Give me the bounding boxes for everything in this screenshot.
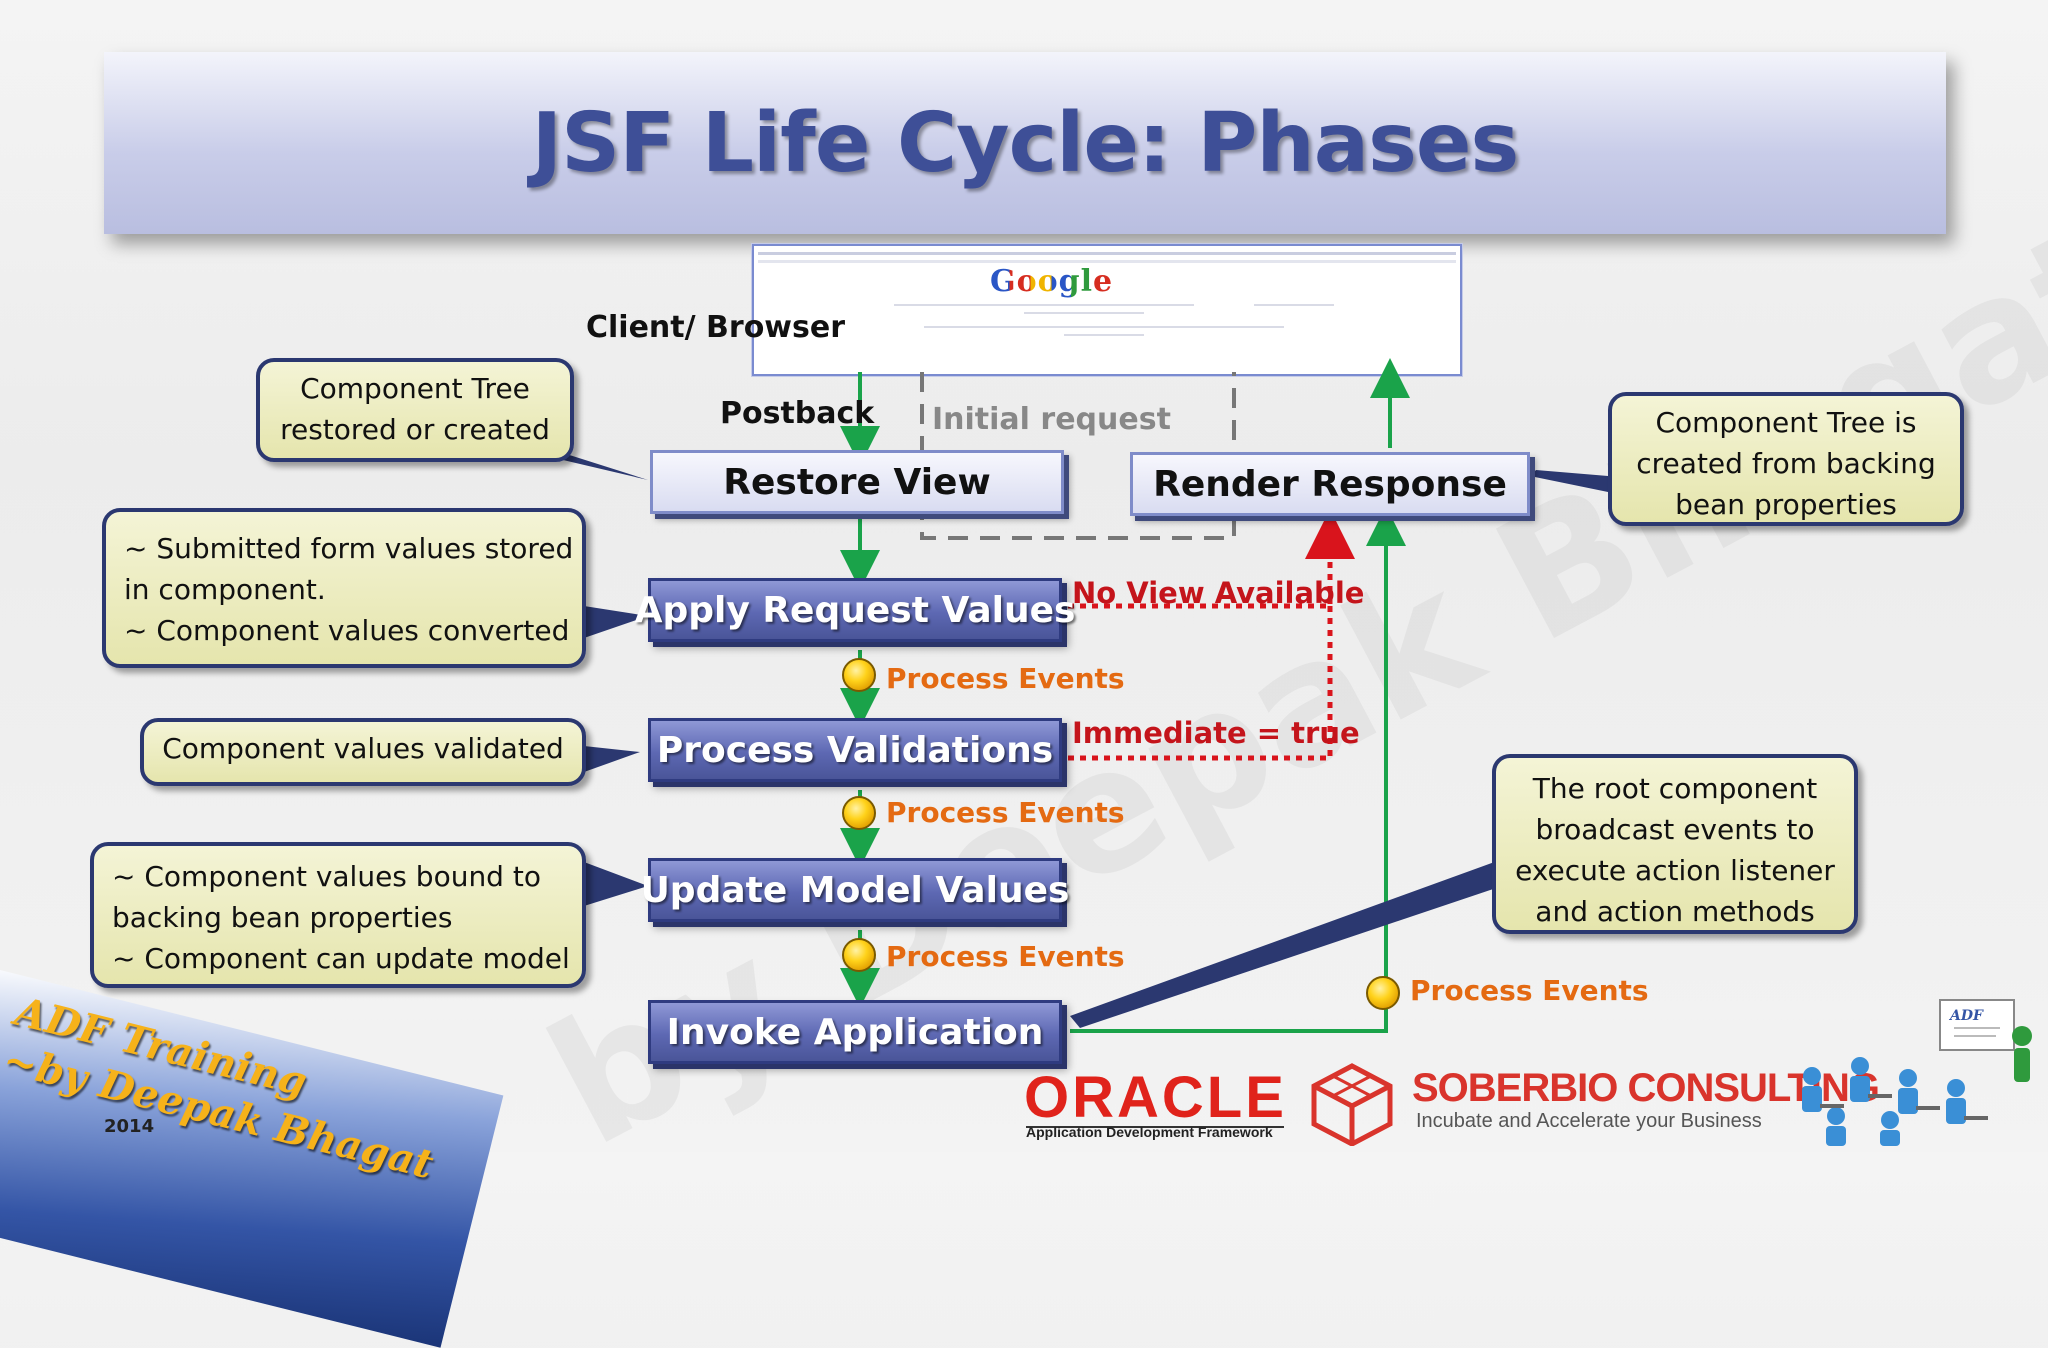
- process-events-label: Process Events: [886, 940, 1125, 973]
- year-label: 2014: [104, 1116, 155, 1137]
- event-coin-icon: [1366, 976, 1400, 1010]
- process-events-label: Process Events: [886, 796, 1125, 829]
- callout-update-model-values: ~ Component values bound to backing bean…: [90, 842, 586, 988]
- browser-screenshot: Google: [752, 244, 1462, 376]
- immediate-true-label: Immediate = true: [1072, 716, 1360, 750]
- callout-restore-view: Component Tree restored or created: [256, 358, 574, 462]
- process-events-label: Process Events: [886, 662, 1125, 695]
- phase-render-response: Render Response: [1130, 452, 1530, 516]
- title-banner: JSF Life Cycle: Phases: [104, 52, 1946, 234]
- callout-invoke-application: The root component broadcast events to e…: [1492, 754, 1858, 934]
- callout-render-response: Component Tree is created from backing b…: [1608, 392, 1964, 526]
- training-people-icon: ADF: [1802, 999, 2032, 1146]
- oracle-subtitle: Application Development Framework: [1026, 1124, 1273, 1140]
- phase-process-validations: Process Validations: [648, 718, 1062, 782]
- initial-request-label: Initial request: [932, 402, 1171, 437]
- phase-update-model-values: Update Model Values: [641, 858, 1069, 922]
- event-coin-icon: [842, 658, 876, 692]
- event-coin-icon: [842, 938, 876, 972]
- no-view-available-label: No View Available: [1072, 576, 1365, 610]
- soberbio-tagline: Incubate and Accelerate your Business: [1416, 1110, 1762, 1132]
- page-title: JSF Life Cycle: Phases: [531, 95, 1520, 191]
- callout-apply-request-values: ~ Submitted form values stored in compon…: [102, 508, 586, 668]
- phase-apply-request-values: Apply Request Values: [635, 578, 1075, 642]
- invoke-to-render-arrow: [1070, 506, 1406, 1033]
- event-coin-icon: [842, 796, 876, 830]
- callout-process-validations: Component values validated: [140, 718, 586, 786]
- immediate-path: [1068, 606, 1333, 761]
- google-logo: Google: [990, 264, 1114, 299]
- postback-label: Postback: [720, 396, 875, 431]
- phase-restore-view: Restore View: [650, 450, 1064, 514]
- no-view-path: [1068, 509, 1355, 609]
- soberbio-logo: SOBERBIO CONSULTING: [1412, 1066, 1880, 1110]
- phase-invoke-application: Invoke Application: [648, 1000, 1062, 1064]
- soberbio-cube-icon: [1311, 1063, 1393, 1146]
- svg-text:ADF: ADF: [1948, 1008, 1984, 1024]
- oracle-logo: ORACLE: [1024, 1065, 1287, 1130]
- oracle-underline: [1026, 1126, 1284, 1128]
- process-events-label: Process Events: [1410, 974, 1649, 1007]
- client-browser-label: Client/ Browser: [586, 310, 846, 345]
